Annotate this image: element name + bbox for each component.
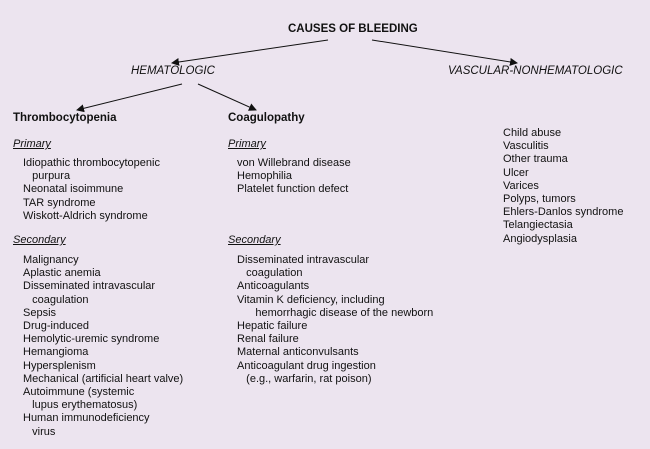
arrow-to-coagulopathy	[197, 83, 257, 111]
list-item: Ehlers-Danlos syndrome	[503, 206, 624, 219]
arrow-to-hematologic	[171, 39, 329, 66]
list-item: Vitamin K deficiency, including	[237, 293, 385, 306]
coagulopathy-heading: Coagulopathy	[228, 112, 305, 124]
list-item: hemorrhagic disease of the newborn	[237, 306, 434, 319]
list-item: Other trauma	[503, 153, 568, 166]
coagulopathy-primary-list: von Willebrand disease Hemophilia Platel…	[237, 157, 351, 197]
list-item: Ulcer	[503, 166, 529, 179]
list-item: Telangiectasia	[503, 219, 573, 232]
list-item: Polyps, tumors	[503, 193, 576, 206]
list-item: Anticoagulant drug ingestion	[237, 359, 376, 372]
coagulopathy-secondary-list: Disseminated intravascular coagulation A…	[237, 254, 433, 386]
list-item: Anticoagulants	[237, 280, 310, 293]
thrombocytopenia-secondary-label: Secondary	[13, 234, 66, 246]
thrombocytopenia-heading: Thrombocytopenia	[13, 112, 117, 124]
list-item: Renal failure	[237, 333, 299, 346]
list-item: virus	[23, 425, 56, 438]
arrow-to-vascular	[371, 39, 518, 66]
list-item: Mechanical (artificial heart valve)	[23, 372, 184, 385]
list-item: Human immunodeficiency	[23, 412, 150, 425]
list-item: von Willebrand disease	[237, 157, 351, 169]
list-item: Disseminated intravascular	[23, 280, 156, 293]
list-item: coagulation	[237, 267, 303, 280]
list-item: Varices	[503, 179, 539, 192]
thrombocytopenia-secondary-list: Malignancy Aplastic anemia Disseminated …	[23, 254, 183, 439]
thrombocytopenia-primary-label: Primary	[13, 138, 51, 150]
list-item: Platelet function defect	[237, 183, 349, 196]
list-item: Drug-induced	[23, 320, 90, 333]
list-item: Aplastic anemia	[23, 267, 101, 280]
list-item: Vasculitis	[503, 140, 549, 153]
list-item: Disseminated intravascular	[237, 254, 370, 266]
list-item: Hepatic failure	[237, 320, 308, 333]
list-item: Hemolytic-uremic syndrome	[23, 333, 160, 346]
list-item: Neonatal isoimmune	[23, 183, 124, 196]
arrow-to-thrombocytopenia	[76, 83, 183, 113]
list-item: Idiopathic thrombocytopenic	[23, 157, 160, 169]
list-item: coagulation	[23, 293, 89, 306]
list-item: Autoimmune (systemic	[23, 386, 135, 399]
list-item: Angiodysplasia	[503, 232, 577, 245]
list-item: Sepsis	[23, 306, 57, 319]
thrombocytopenia-primary-list: Idiopathic thrombocytopenic purpura Neon…	[23, 157, 160, 223]
list-item: Malignancy	[23, 254, 79, 266]
list-item: purpura	[23, 170, 71, 183]
list-item: Hemangioma	[23, 346, 89, 359]
list-item: TAR syndrome	[23, 196, 96, 209]
coagulopathy-primary-label: Primary	[228, 138, 266, 150]
list-item: (e.g., warfarin, rat poison)	[237, 372, 372, 385]
list-item: Maternal anticonvulsants	[237, 346, 359, 359]
hematologic-label: HEMATOLOGIC	[131, 65, 215, 77]
list-item: Child abuse	[503, 127, 562, 139]
list-item: Hypersplenism	[23, 359, 96, 372]
vascular-label: VASCULAR-NONHEMATOLOGIC	[448, 65, 623, 77]
coagulopathy-secondary-label: Secondary	[228, 234, 281, 246]
vascular-list: Child abuse Vasculitis Other trauma Ulce…	[503, 127, 623, 246]
list-item: Wiskott-Aldrich syndrome	[23, 209, 148, 222]
diagram-title: CAUSES OF BLEEDING	[288, 23, 418, 35]
list-item: lupus erythematosus)	[23, 399, 138, 412]
list-item: Hemophilia	[237, 170, 293, 183]
